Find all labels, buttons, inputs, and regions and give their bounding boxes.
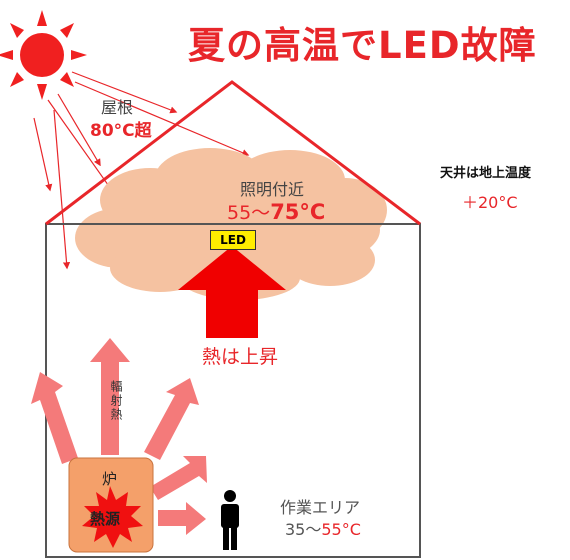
page-title: 夏の高温でLED故障 [188, 24, 537, 67]
radiant-heat-label: 輻射熱 [109, 380, 123, 422]
ceiling-note: 天井は地上温度 [440, 166, 532, 181]
house-roof [45, 80, 421, 226]
radiant-heat-arrows [31, 338, 207, 535]
lighting-temperature: 55～75°C [227, 198, 325, 225]
lighting-label: 照明付近 [240, 180, 305, 199]
ceiling-delta: ＋20°C [462, 193, 518, 212]
roof-label: 屋根 [101, 98, 134, 117]
heat-source-label: 熱源 [90, 510, 121, 528]
sun-icon [0, 10, 87, 100]
roof-temperature: 80°C超 [90, 121, 152, 141]
work-area-label: 作業エリア [280, 498, 361, 517]
lighting-temp-high: 75°C [270, 200, 326, 224]
worker-icon [221, 490, 239, 550]
led-label: LED [210, 230, 256, 250]
furnace-label: 炉 [102, 470, 118, 488]
burst-icon [82, 486, 143, 548]
work-temp-high: 55°C [321, 520, 361, 539]
lighting-temp-low: 55～ [227, 202, 271, 224]
work-temp-low: 35～ [285, 520, 322, 539]
heat-rises-label: 熱は上昇 [202, 346, 279, 368]
heat-rising-arrow [178, 246, 286, 338]
work-area-temperature: 35～55°C [285, 516, 361, 540]
